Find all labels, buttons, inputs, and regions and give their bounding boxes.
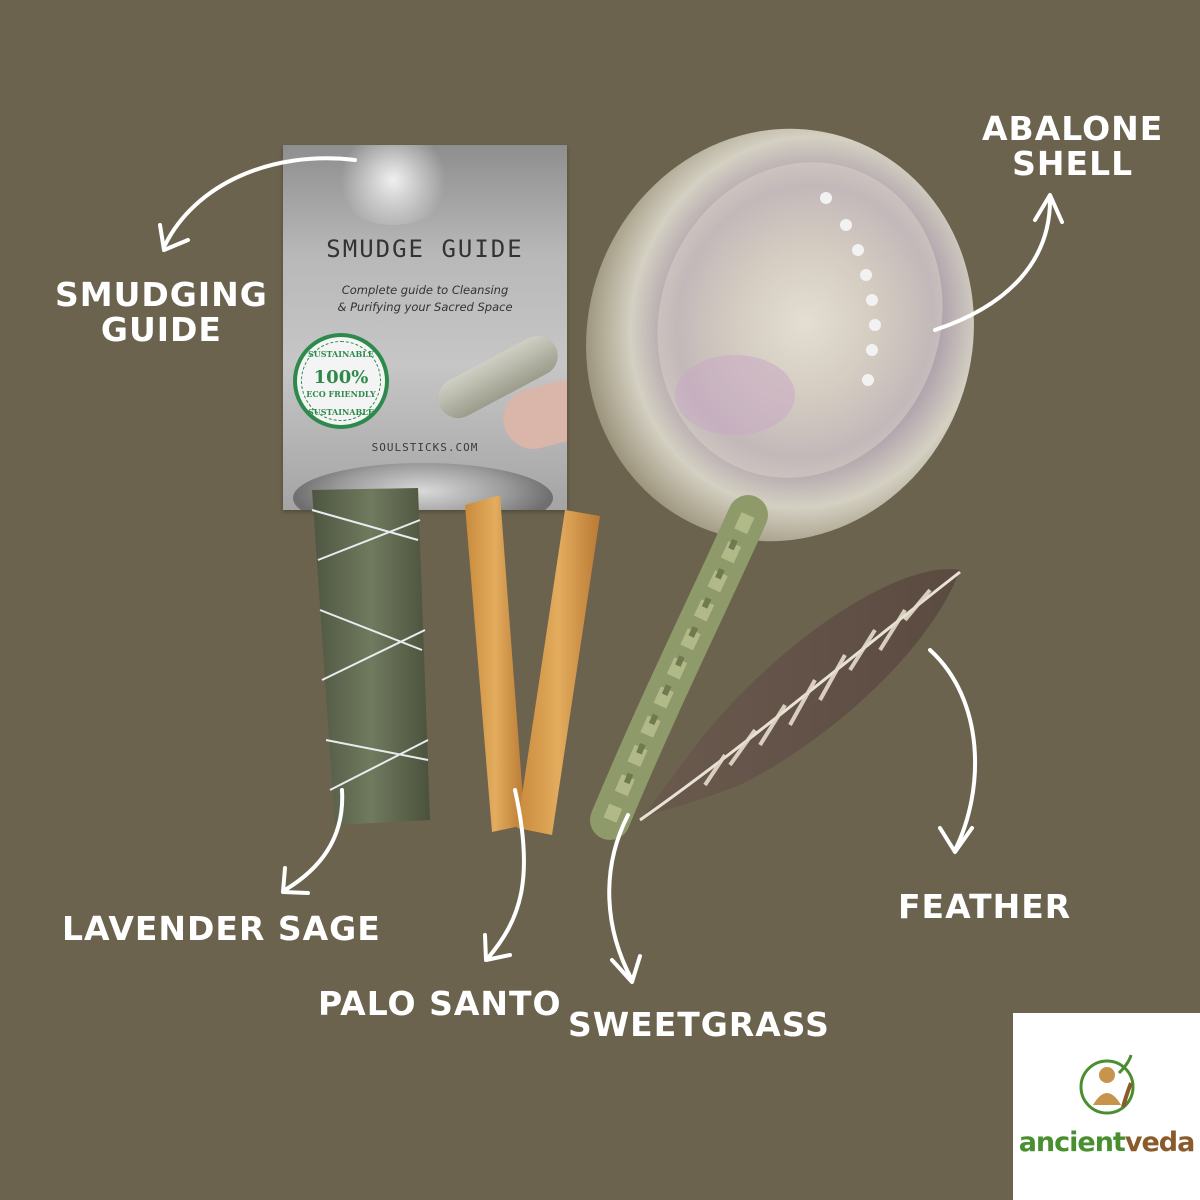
label-lavender-sage: LAVENDER SAGE <box>62 909 381 948</box>
feather-image <box>639 569 961 822</box>
seal-ring <box>301 341 381 421</box>
logo-word-veda: veda <box>1124 1127 1195 1158</box>
arrow-smudging-guide <box>158 156 357 252</box>
brand-logo: ancientveda <box>1013 1013 1200 1200</box>
label-abalone-shell: ABALONE SHELL <box>982 109 1164 183</box>
sage-figure-icon <box>1079 1054 1135 1115</box>
logo-word-ancient: ancient <box>1018 1127 1126 1158</box>
shell-holes <box>820 192 881 386</box>
lavender-sage-bundle-image <box>311 488 430 825</box>
seal-percent-text: 100% <box>313 367 369 388</box>
label-line: GUIDE <box>100 309 222 349</box>
label-line: SMUDGING <box>55 275 268 314</box>
booklet-subtitle-line: Complete guide to Cleansing <box>341 283 509 297</box>
arrow-lavender-sage <box>281 788 345 895</box>
seal-bottom-text: SUSTAINABLE <box>308 407 374 417</box>
label-feather: FEATHER <box>898 887 1072 926</box>
label-smudging-guide: SMUDGING GUIDE <box>55 275 268 349</box>
smudge-guide-booklet: SMUDGE GUIDE Complete guide to Cleansing… <box>283 145 567 510</box>
booklet-website: SOULSTICKS.COM <box>371 441 479 454</box>
palo-santo-sticks-image <box>465 495 600 835</box>
booklet-subtitle: Complete guide to Cleansing & Purifying … <box>293 282 557 317</box>
label-line: ABALONE <box>982 109 1164 148</box>
abalone-shell-image <box>586 128 974 542</box>
label-palo-santo: PALO SANTO <box>318 984 562 1023</box>
logo-wordmark: ancientveda <box>1013 1127 1200 1158</box>
eco-friendly-seal: SUSTAINABLE 100% ECO FRIENDLY SUSTAINABL… <box>293 333 389 429</box>
booklet-subtitle-line: & Purifying your Sacred Space <box>337 300 513 315</box>
arrow-abalone-shell <box>933 193 1064 332</box>
arrow-feather <box>928 648 978 854</box>
label-sweetgrass: SWEETGRASS <box>568 1005 830 1044</box>
seal-eco-text: ECO FRIENDLY <box>306 389 376 399</box>
arrow-sweetgrass <box>607 813 642 984</box>
arrow-palo-santo <box>483 788 526 962</box>
sweetgrass-braid-image <box>590 495 768 840</box>
label-line: SHELL <box>1012 143 1134 183</box>
booklet-title: SMUDGE GUIDE <box>326 235 524 263</box>
seal-top-text: SUSTAINABLE <box>308 349 374 359</box>
